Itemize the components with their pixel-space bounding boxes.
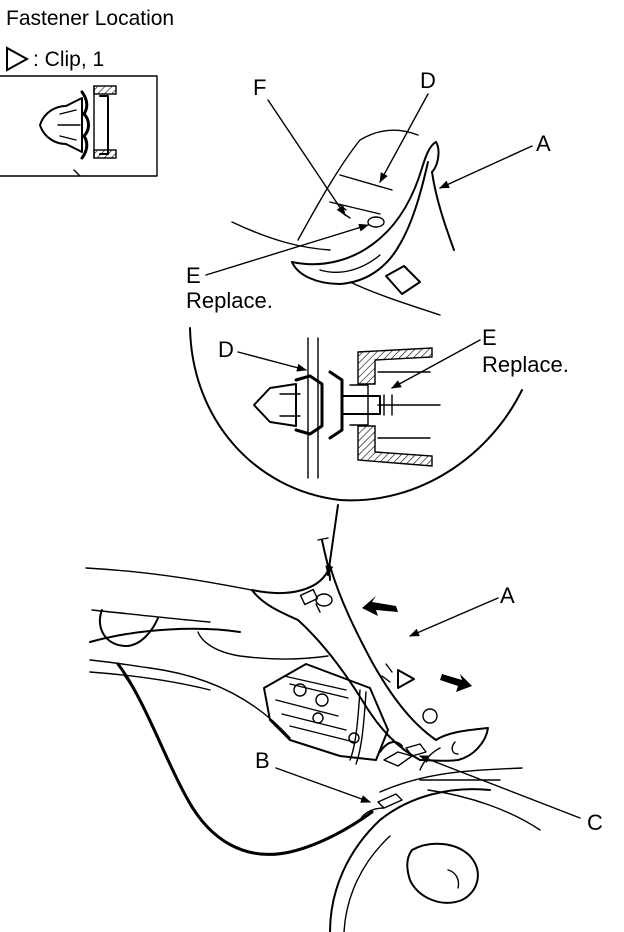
legend: : Clip, 1 — [6, 46, 104, 72]
callout-e-detail-note: Replace. — [482, 352, 569, 377]
main-view — [85, 537, 541, 932]
diagram-title: Fastener Location — [6, 7, 174, 30]
callout-e-top: E — [186, 263, 201, 288]
callout-a-top: A — [536, 131, 551, 156]
callout-e-top-note: Replace. — [186, 288, 273, 313]
callout-d-detail: D — [218, 337, 234, 362]
removal-direction-arrow-left — [362, 596, 398, 616]
detail-to-main-arrow — [325, 504, 339, 576]
detail-view-callouts: D E Replace. — [218, 325, 569, 389]
callout-b-main: B — [255, 748, 270, 773]
removal-direction-arrow-right — [440, 674, 472, 692]
clip-triangle-icon — [6, 46, 30, 72]
callout-d-top: D — [420, 68, 436, 93]
top-view — [231, 129, 455, 316]
detail-view — [189, 327, 523, 502]
callout-e-detail: E — [482, 325, 497, 350]
clip-location-marker-icon — [397, 669, 415, 689]
callout-c-main: C — [587, 810, 603, 835]
top-view-callouts: F D A E Replace. — [186, 68, 551, 313]
clip-inset — [0, 75, 158, 177]
callout-a-main: A — [500, 583, 515, 608]
legend-text: : Clip, 1 — [33, 48, 104, 71]
callout-f-top: F — [253, 75, 266, 100]
main-view-callouts: A B C — [255, 583, 603, 835]
